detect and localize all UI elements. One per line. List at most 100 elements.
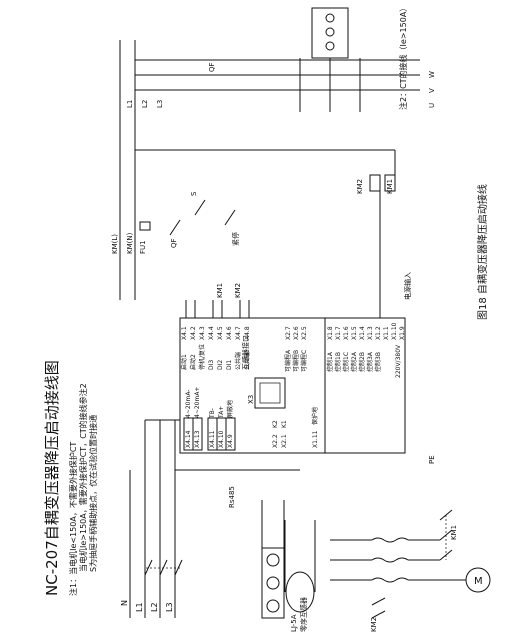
note-1c: S为抽屉手柄辅助接点，仅在试验位置时接通 — [88, 415, 98, 572]
label-ctrl-3a: 控制3A — [366, 351, 374, 372]
term-x4-13: X4.13 — [194, 430, 201, 448]
motor-contactors: KM1 KM2 — [370, 509, 458, 632]
diagram-title: NC-207自耦变压器降压启动接线图 — [43, 360, 61, 596]
term-x4-2: X4.2 — [190, 326, 197, 340]
ct-sub-label: 零序互感器 — [299, 597, 308, 632]
out-w: W — [428, 71, 436, 78]
term-x2-7: X2.7 — [285, 326, 292, 340]
pe-label: PE — [428, 455, 436, 464]
label-stop-reset: 停机/复位 — [198, 344, 206, 370]
label-common-1: 公共端 — [234, 352, 242, 370]
label-prot-ground: 保护地 — [311, 407, 319, 425]
kml-label: KM(L) — [111, 234, 119, 254]
label-prog-c: 可编程C — [300, 350, 308, 372]
label-x4-13: 4~20mA+ — [194, 387, 201, 418]
neutral-label: N — [120, 600, 129, 606]
term-x4-4: X4.4 — [208, 326, 215, 340]
top-phase-l1: L1 — [126, 100, 134, 108]
phase-label-l2: L2 — [150, 602, 159, 612]
term-x1-11: X1.11 — [312, 430, 319, 448]
out-v: V — [428, 88, 436, 93]
label-supply-voltage: 220V/380V — [395, 344, 402, 378]
top-phase-l2: L2 — [141, 100, 149, 108]
power-input-label: 电源输入 — [403, 272, 412, 300]
term-x4-11: X4.11 — [209, 430, 216, 448]
km2-motor-label: KM2 — [370, 617, 378, 632]
fu1-label: FU1 — [139, 240, 147, 254]
term-x4-8: X4.8 — [244, 326, 251, 340]
label-start1: 启动1 — [180, 354, 188, 370]
label-ctrl-1b: 控制1B — [334, 352, 342, 372]
figure-caption: 图18 自耦变压器降压启动接线 — [476, 184, 489, 320]
term-x1-2: X1.2 — [375, 326, 382, 340]
term-x2-1: X2.1 — [281, 434, 288, 448]
term-x4-6: X4.6 — [226, 326, 233, 340]
protection-ct-stack — [261, 500, 285, 619]
phase-label-l1: L1 — [135, 602, 144, 612]
out-u: U — [428, 103, 436, 108]
label-prog-a: 可编程A — [284, 349, 292, 372]
term-x2-2: X2.2 — [272, 434, 279, 448]
note-1: 注1：当电机Ie<150A，不需要外接保护CT — [68, 442, 78, 596]
term-x2-5: X2.5 — [301, 326, 308, 340]
term-x4-9: X4.9 — [227, 434, 234, 448]
label-ctrl-3b: 控制3B — [374, 352, 382, 372]
km1-coil-label: KM1 — [386, 179, 394, 194]
label-x4-10: TA+ — [218, 406, 225, 419]
transformer-port-label: 互感器接口 — [241, 335, 250, 370]
km1-motor-label: KM1 — [450, 525, 458, 540]
term-x2-6: X2.6 — [293, 326, 300, 340]
term-x1-6: X1.6 — [343, 326, 350, 340]
term-x1-7: X1.7 — [335, 326, 342, 340]
rs485-label: Rs485 — [228, 486, 236, 508]
term-x1-5: X1.5 — [351, 326, 358, 340]
autotransformer — [330, 537, 440, 583]
term-x4-7: X4.7 — [235, 326, 242, 340]
label-k2: K2 — [272, 420, 279, 428]
label-prog-b: 可编程B — [292, 350, 300, 372]
analog-terminals: X4.14 X4.13 X4.11 X4.10 X4.9 4~20mA- 4~2… — [183, 387, 236, 451]
control-circuit: KM(L) KM(N) FU1 QF S 紧停 KM1 KM2 KM1 KM2 — [111, 40, 396, 318]
label-x4-11: TB- — [209, 408, 216, 419]
protection-ground-terminal: X1.11 保护地 — [311, 407, 319, 448]
term-x4-3: X4.3 — [199, 326, 206, 340]
label-x4-14: 4~20mA- — [185, 390, 192, 418]
label-di2: DI2 — [217, 360, 224, 370]
top-phase-l3: L3 — [156, 100, 164, 108]
term-x1-9: X1.9 — [399, 326, 406, 340]
ct-model-label: LJ-5A — [290, 614, 298, 632]
term-x1-10: X1.10 — [391, 322, 398, 340]
input-terminals: X4.1 X4.2 X4.3 X4.4 X4.5 X4.6 X4.7 X4.8 … — [180, 326, 251, 370]
note-1b: 当电机Ie>150A，需要外接保护CT，CT的接线参注2 — [78, 383, 88, 572]
label-start2: 启动2 — [189, 354, 197, 370]
controller-box: X3 互感器接口 X4.14 X4.13 X4.11 X4.10 X4.9 4~… — [179, 317, 326, 454]
zero-sequence-ct: LJ-5A 零序互感器 — [284, 520, 316, 632]
km2-aux-label: KM2 — [234, 283, 242, 298]
term-x4-1: X4.1 — [181, 326, 188, 340]
term-x1-3: X1.3 — [367, 326, 374, 340]
s-label: S — [190, 191, 198, 196]
label-ctrl-1a: 控制1A — [326, 351, 334, 372]
term-x1-1: X1.1 — [383, 326, 390, 340]
term-x4-14: X4.14 — [185, 430, 192, 448]
label-x4-9: 屏蔽地 — [226, 400, 234, 418]
label-ctrl-2a: 控制2A — [350, 351, 358, 372]
control-output-terminals: X1.8 X1.7 X1.6 X1.5 X1.4 X1.3 X1.2 X1.1 … — [324, 317, 406, 454]
term-x4-10: X4.10 — [218, 430, 225, 448]
x3-label: X3 — [247, 395, 255, 404]
phase-label-l3: L3 — [165, 602, 174, 612]
motor-label: M — [474, 576, 483, 587]
km1-aux-label: KM1 — [216, 283, 224, 298]
label-common-2: 公共端 — [243, 352, 251, 370]
motor: M — [440, 567, 491, 593]
note-2: 注2：CT的接线（Ie>150A） — [398, 4, 408, 110]
ct-detail: 注2：CT的接线（Ie>150A） L1 L2 L3 QF U V W — [126, 4, 436, 112]
k-terminals: X2.2 X2.1 K2 K1 — [272, 420, 288, 448]
kmn-label: KM(N) — [126, 232, 134, 254]
label-di1: DI1 — [226, 360, 233, 370]
output-terminals: X2.7 X2.6 X2.5 可编程A 可编程B 可编程C — [284, 326, 308, 372]
top-qf-label: QF — [208, 62, 216, 72]
term-x4-5: X4.5 — [217, 326, 224, 340]
km2-coil-label: KM2 — [356, 179, 364, 194]
